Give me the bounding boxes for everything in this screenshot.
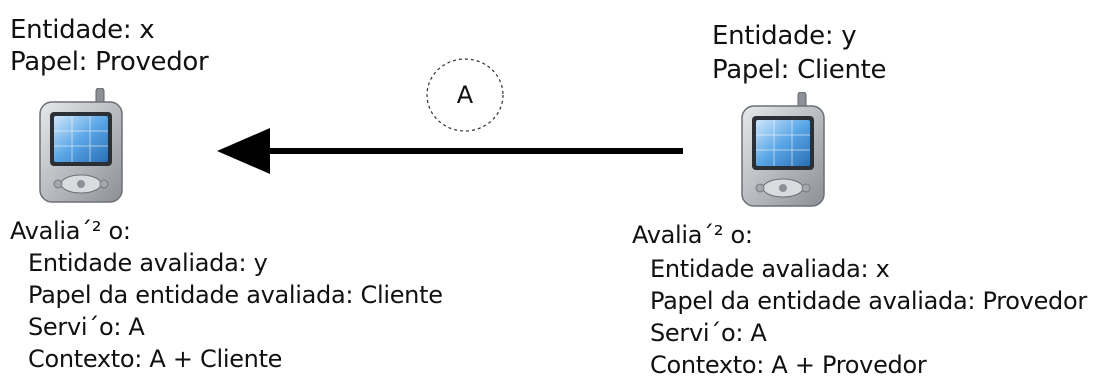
right-service: Servi´o: A xyxy=(650,319,767,347)
pda-device-icon xyxy=(741,92,825,207)
right-evaluation-title: Avalia´² o: xyxy=(632,221,753,249)
right-evaluated-entity: Entidade avaliada: x xyxy=(650,255,890,283)
left-service: Servi´o: A xyxy=(28,313,145,341)
right-evaluated-role: Papel da entidade avaliada: Provedor xyxy=(650,287,1087,315)
left-entity-role: Papel: Provedor xyxy=(10,47,209,77)
right-entity-role: Papel: Cliente xyxy=(712,55,887,85)
pda-device-icon xyxy=(39,88,123,203)
right-context: Contexto: A + Provedor xyxy=(650,351,927,379)
right-entity-name: Entidade: y xyxy=(712,21,857,51)
interaction-circle xyxy=(426,58,504,132)
left-evaluation-title: Avalia´² o: xyxy=(10,217,131,245)
left-evaluated-entity: Entidade avaliada: y xyxy=(28,249,268,277)
arrow-left-icon xyxy=(217,128,270,174)
left-entity-name: Entidade: x xyxy=(10,15,155,45)
left-context: Contexto: A + Cliente xyxy=(28,345,283,373)
left-evaluated-role: Papel da entidade avaliada: Cliente xyxy=(28,281,443,309)
interaction-label: A xyxy=(456,81,474,109)
